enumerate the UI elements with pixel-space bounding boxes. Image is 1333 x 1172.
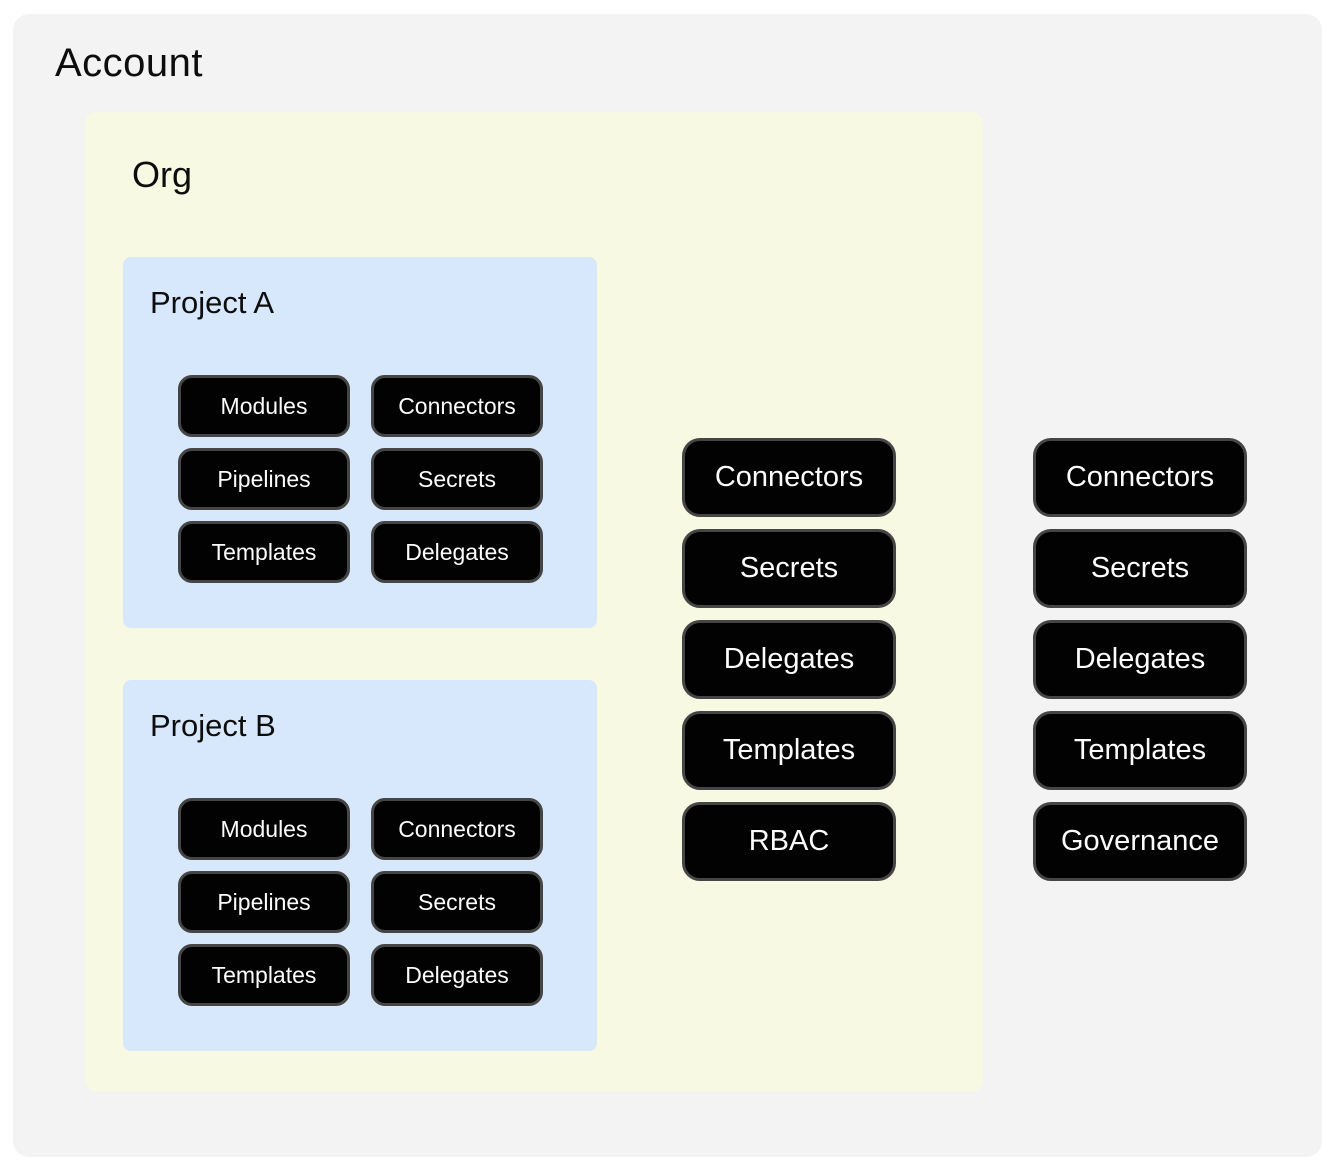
node-project-b-connectors: Connectors bbox=[371, 798, 543, 860]
node-org-secrets: Secrets bbox=[682, 529, 896, 608]
node-project-a-templates: Templates bbox=[178, 521, 350, 583]
project-b-node-grid: Modules Connectors Pipelines Secrets Tem… bbox=[178, 798, 543, 1006]
node-account-governance: Governance bbox=[1033, 802, 1247, 881]
node-account-connectors: Connectors bbox=[1033, 438, 1247, 517]
node-project-a-delegates: Delegates bbox=[371, 521, 543, 583]
node-account-templates: Templates bbox=[1033, 711, 1247, 790]
org-label: Org bbox=[132, 154, 193, 195]
node-org-connectors: Connectors bbox=[682, 438, 896, 517]
project-a-node-grid: Modules Connectors Pipelines Secrets Tem… bbox=[178, 375, 543, 583]
project-b-container: Project B Modules Connectors Pipelines S… bbox=[123, 680, 597, 1051]
project-a-label: Project A bbox=[150, 285, 275, 320]
node-project-a-pipelines: Pipelines bbox=[178, 448, 350, 510]
org-node-column: Connectors Secrets Delegates Templates R… bbox=[682, 438, 896, 881]
project-b-label: Project B bbox=[150, 708, 276, 743]
account-container: Account Org Project A Modules Connectors… bbox=[13, 14, 1322, 1157]
node-account-delegates: Delegates bbox=[1033, 620, 1247, 699]
org-container: Org Project A Modules Connectors Pipelin… bbox=[85, 112, 983, 1092]
node-account-secrets: Secrets bbox=[1033, 529, 1247, 608]
node-org-templates: Templates bbox=[682, 711, 896, 790]
project-a-container: Project A Modules Connectors Pipelines S… bbox=[123, 257, 597, 628]
node-project-b-pipelines: Pipelines bbox=[178, 871, 350, 933]
node-project-a-connectors: Connectors bbox=[371, 375, 543, 437]
node-org-rbac: RBAC bbox=[682, 802, 896, 881]
node-project-a-secrets: Secrets bbox=[371, 448, 543, 510]
node-project-b-delegates: Delegates bbox=[371, 944, 543, 1006]
node-project-b-templates: Templates bbox=[178, 944, 350, 1006]
node-project-a-modules: Modules bbox=[178, 375, 350, 437]
node-org-delegates: Delegates bbox=[682, 620, 896, 699]
node-project-b-modules: Modules bbox=[178, 798, 350, 860]
account-node-column: Connectors Secrets Delegates Templates G… bbox=[1033, 438, 1247, 881]
account-label: Account bbox=[55, 41, 204, 85]
node-project-b-secrets: Secrets bbox=[371, 871, 543, 933]
